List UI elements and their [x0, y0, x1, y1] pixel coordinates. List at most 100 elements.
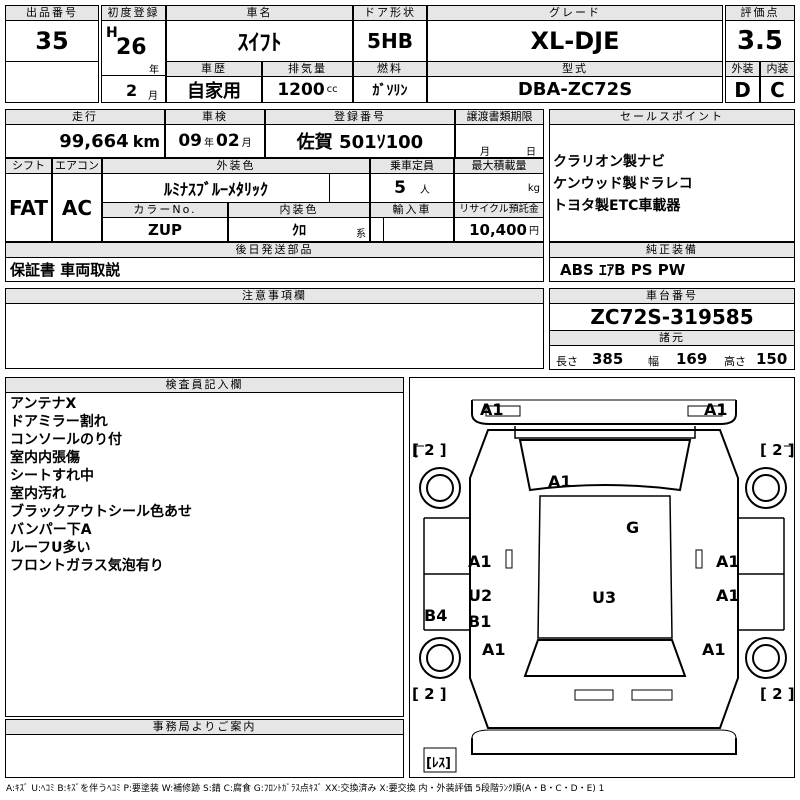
- damage-mark: A1: [716, 586, 740, 605]
- ext-color-blank: [329, 173, 370, 203]
- exterior-grade: D: [725, 76, 760, 103]
- later-items-value: 保証書 車両取説: [5, 257, 544, 282]
- color-no-label: カラーNo.: [102, 202, 228, 218]
- model-code-value: DBA-ZC72S: [427, 76, 723, 103]
- inspector-note: アンテナX: [10, 396, 77, 412]
- damage-mark: G: [626, 518, 640, 537]
- interior-grade: C: [760, 76, 795, 103]
- transfer-doc-box: 月 日: [455, 124, 544, 158]
- grade-label: グレード: [427, 5, 723, 21]
- sales-point-item: トヨタ製ETC車載器: [553, 198, 681, 214]
- yen-unit: 円: [529, 226, 539, 237]
- inspector-note: バンパー下A: [10, 522, 92, 538]
- width-label: 幅: [648, 355, 659, 368]
- damage-mark: A1: [704, 400, 728, 419]
- inspection-year-unit: 年: [204, 137, 214, 149]
- legend-footer: A:ｷｽﾞ U:ﾍｺﾐ B:ｷｽﾞを伴うﾍｺﾐ P:要塗装 W:補修跡 S:錆 …: [6, 784, 605, 794]
- month-value: 2: [126, 81, 138, 100]
- damage-mark: A1: [548, 472, 572, 491]
- cc-unit: cc: [326, 84, 338, 95]
- damage-mark: A1: [716, 552, 740, 571]
- chassis-label: 車台番号: [549, 288, 795, 304]
- displacement-value: 1200: [277, 79, 325, 100]
- capacity-value: 5: [394, 178, 406, 198]
- tire-rating: [ 2 ]: [760, 685, 795, 703]
- aircon-label: エアコン: [52, 158, 102, 174]
- inspector-note: シートすれ中: [10, 468, 94, 484]
- recycle-label: リサイクル預託金: [454, 202, 544, 218]
- mileage-label: 走行: [5, 109, 165, 125]
- doc-day-unit: 日: [526, 147, 536, 158]
- inspection-month-unit: 月: [241, 137, 252, 149]
- inspector-notes-box: アンテナX ドアミラー割れ コンソールのり付 室内内張傷 シートすれ中 室内汚れ…: [5, 392, 404, 717]
- inspection-label: 車検: [165, 109, 265, 125]
- color-no-value: ZUP: [102, 217, 228, 242]
- displacement-label: 排気量: [262, 61, 353, 77]
- import-label: 輸入車: [370, 202, 454, 218]
- recycle-value: 10,400: [469, 220, 527, 239]
- exterior-label: 外装: [725, 61, 760, 77]
- history-value: 自家用: [166, 76, 262, 103]
- lot-no-blank: [5, 61, 99, 103]
- model-code-label: 型式: [427, 61, 723, 77]
- tire-rating: [ 2 ]: [760, 441, 795, 459]
- damage-mark: A1: [468, 552, 492, 571]
- specs-label: 諸元: [549, 330, 795, 346]
- month-unit: 月: [148, 91, 158, 102]
- score-label: 評価点: [725, 5, 795, 21]
- notes-label: 注意事項欄: [5, 288, 544, 304]
- car-outline-icon: [415, 399, 793, 773]
- inspection-year: 09: [178, 131, 202, 151]
- length-value: 385: [592, 350, 624, 368]
- car-name-label: 車名: [166, 5, 353, 21]
- later-items-label: 後日発送部品: [5, 242, 544, 258]
- fuel-label: 燃料: [353, 61, 427, 77]
- inspector-note: 室内汚れ: [10, 486, 66, 502]
- genuine-value: ABS ｴｱB PS PW: [549, 257, 795, 282]
- ext-color-label: 外装色: [102, 158, 370, 174]
- km-unit: km: [132, 131, 160, 151]
- damage-mark: B4: [424, 606, 448, 625]
- inspector-note: コンソールのり付: [10, 432, 122, 448]
- int-color-value: ｸﾛ: [292, 222, 306, 239]
- tire-rating: [ 2 ]: [412, 685, 447, 703]
- year-value: 26: [116, 35, 147, 60]
- year-unit: 年: [149, 65, 159, 76]
- import-box-b: [383, 217, 454, 242]
- chassis-value: ZC72S-319585: [549, 303, 795, 331]
- office-label: 事務局よりご案内: [5, 719, 404, 735]
- inspector-note: ドアミラー割れ: [10, 414, 108, 430]
- reg-no-label: 登録番号: [265, 109, 455, 125]
- damage-mark: U3: [592, 588, 617, 607]
- mileage-value: 99,664: [59, 130, 129, 152]
- door-value: 5HB: [353, 20, 427, 62]
- inspector-note: フロントガラス気泡有り: [10, 558, 164, 574]
- sales-point-box: クラリオン製ナビ ケンウッド製ドラレコ トヨタ製ETC車載器: [549, 124, 795, 242]
- lot-no-label: 出品番号: [5, 5, 99, 21]
- damage-mark: A1: [702, 640, 726, 659]
- inspector-note: ブラックアウトシール色あせ: [10, 504, 192, 520]
- lot-no-value: 35: [5, 20, 99, 62]
- int-color-unit: 系: [356, 229, 366, 240]
- sales-point-item: ケンウッド製ドラレコ: [553, 176, 693, 192]
- shift-value: FAT: [5, 173, 52, 242]
- damage-mark: U2: [468, 586, 493, 605]
- ext-color-value: ﾙﾐﾅｽﾌﾞﾙｰﾒﾀﾘｯｸ: [102, 173, 330, 203]
- car-diagram: A1 A1 A1 G A1 A1 U2 B1 U3 A1 B4 A1 A1 [ …: [409, 377, 795, 778]
- damage-mark: B1: [468, 612, 492, 631]
- office-box: [5, 734, 404, 778]
- car-name-value: ｽｲﾌﾄ: [166, 20, 353, 62]
- first-reg-month-box: 2 月: [101, 75, 166, 103]
- capacity-unit: 人: [419, 184, 430, 196]
- width-value: 169: [676, 350, 708, 368]
- length-label: 長さ: [556, 355, 578, 368]
- load-unit: kg: [527, 183, 540, 194]
- era-value: H: [106, 25, 118, 41]
- doc-month-unit: 月: [480, 147, 490, 158]
- specs-box: 長さ 385 幅 169 高さ 150: [549, 345, 795, 370]
- score-value: 3.5: [725, 20, 795, 62]
- first-reg-year-box: H 26 年: [101, 20, 166, 76]
